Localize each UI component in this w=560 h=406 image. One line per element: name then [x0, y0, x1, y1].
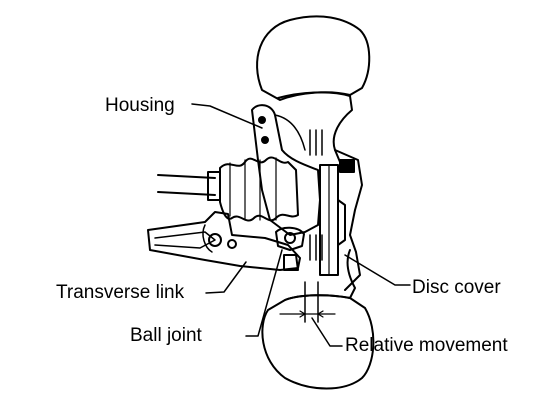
drive-shaft-bottom [157, 191, 216, 196]
upper-tire [256, 15, 371, 101]
cv-boot [219, 156, 299, 222]
lower-rim [284, 249, 356, 301]
disc-cover-leader [344, 254, 411, 286]
relative-movement-label: Relative movement [345, 335, 508, 356]
housing-label: Housing [105, 95, 175, 116]
transverse-link-label: Transverse link [56, 282, 185, 303]
hub-nut [339, 159, 355, 173]
disc-cover-shape [337, 199, 346, 246]
wheel-hub [334, 149, 363, 291]
upper-rim [277, 91, 353, 163]
drive-shaft-top [157, 174, 216, 179]
ball-joint-shape [275, 226, 305, 251]
ball-joint-label: Ball joint [130, 325, 202, 346]
relative-movement-leader [311, 317, 343, 347]
transverse-link-leader [205, 261, 247, 294]
disc-cover-label: Disc cover [412, 277, 501, 298]
housing-leader [191, 103, 263, 129]
transverse-link-arm [147, 211, 301, 271]
ball-joint-leader [245, 249, 283, 337]
